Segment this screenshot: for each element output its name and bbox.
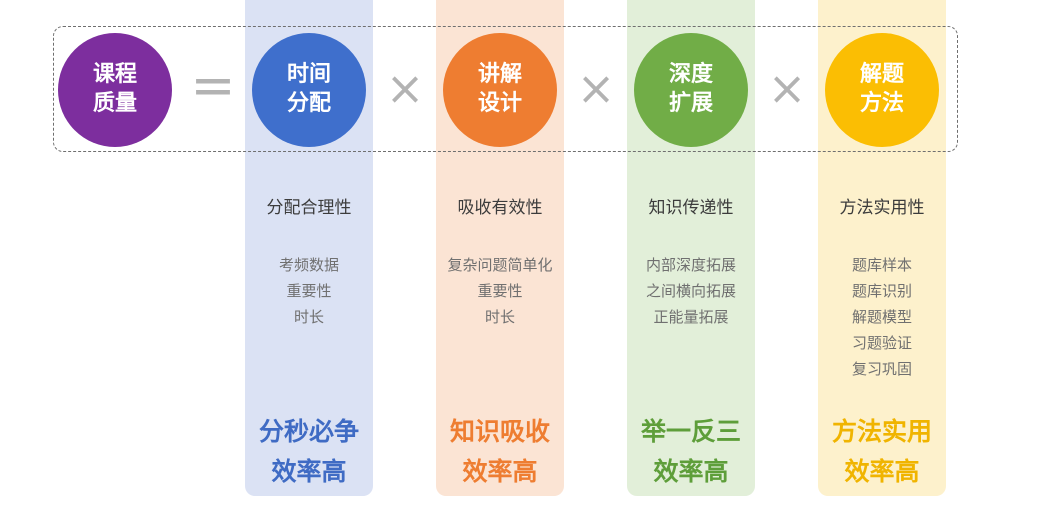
circle-explanation-design: 讲解设计 [443, 33, 557, 147]
formula-frame [53, 26, 958, 152]
slogan-solving-method: 方法实用 效率高 [818, 412, 946, 492]
heading-time-allocation: 分配合理性 [266, 198, 352, 218]
result-circle-label: 课程质量 [92, 62, 137, 116]
slogan-depth-extension: 举一反三 效率高 [627, 412, 755, 492]
heading-explanation-design: 吸收有效性 [457, 198, 543, 218]
list-item: 重要性 [477, 282, 523, 300]
circle-depth-extension: 深度扩展 [634, 33, 748, 147]
times-icon: × [576, 61, 616, 115]
circle-solving-method: 解题方法 [825, 33, 939, 147]
list-item: 内部深度拓展 [645, 256, 736, 274]
circle-label-time-allocation: 时间分配 [286, 62, 331, 116]
list-item: 题库样本 [851, 256, 912, 274]
list-item: 题库识别 [851, 282, 912, 300]
slogan-line2: 效率高 [844, 457, 920, 486]
circle-label-explanation-design: 讲解设计 [477, 62, 522, 116]
list-item: 重要性 [286, 282, 332, 300]
slogan-line2: 效率高 [653, 457, 729, 486]
item-list-depth-extension: 内部深度拓展 之间横向拓展 正能量拓展 [627, 252, 755, 330]
slogan-line1: 分秒必争 [258, 417, 359, 446]
list-item: 考频数据 [278, 256, 339, 274]
list-item: 解题模型 [851, 308, 912, 326]
times-icon: × [767, 61, 807, 115]
slogan-explanation-design: 知识吸收 效率高 [436, 412, 564, 492]
slogan-time-allocation: 分秒必争 效率高 [245, 412, 373, 492]
list-item: 正能量拓展 [653, 308, 729, 326]
slogan-line2: 效率高 [462, 457, 538, 486]
slogan-line2: 效率高 [271, 457, 347, 486]
result-circle-course-quality: 课程质量 [58, 33, 172, 147]
slogan-line1: 方法实用 [831, 417, 932, 446]
circle-time-allocation: 时间分配 [252, 33, 366, 147]
list-item: 之间横向拓展 [645, 282, 736, 300]
list-item: 复杂问题简单化 [447, 256, 553, 274]
list-item: 复习巩固 [851, 360, 912, 378]
item-list-solving-method: 题库样本 题库识别 解题模型 习题验证 复习巩固 [818, 252, 946, 382]
slogan-line1: 知识吸收 [449, 417, 550, 446]
times-icon: × [385, 61, 425, 115]
equals-icon: = [190, 54, 236, 117]
circle-label-solving-method: 解题方法 [859, 62, 904, 116]
heading-solving-method: 方法实用性 [839, 198, 925, 218]
circle-label-depth-extension: 深度扩展 [668, 62, 713, 116]
list-item: 时长 [484, 308, 515, 326]
list-item: 习题验证 [851, 334, 912, 352]
item-list-explanation-design: 复杂问题简单化 重要性 时长 [436, 252, 564, 330]
list-item: 时长 [293, 308, 324, 326]
item-list-time-allocation: 考频数据 重要性 时长 [245, 252, 373, 330]
slogan-line1: 举一反三 [640, 417, 741, 446]
heading-depth-extension: 知识传递性 [648, 198, 734, 218]
